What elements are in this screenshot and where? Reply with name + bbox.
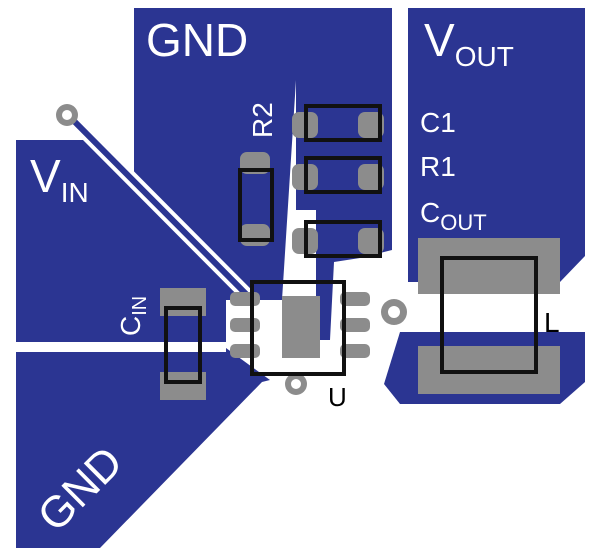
u-pin-right-3: [340, 344, 370, 358]
cout-pad-right: [358, 228, 384, 254]
u-outline: [250, 280, 346, 376]
via-under-u-hole: [291, 379, 301, 389]
r2-outline: [238, 168, 274, 242]
r1-pad-right: [358, 164, 384, 190]
vout-label-main: V: [424, 14, 455, 66]
via-top-left-hole: [62, 110, 72, 120]
cout-label-main: C: [420, 197, 440, 228]
cin-label-sub: IN: [129, 296, 151, 316]
vout-label: VOUT: [424, 14, 514, 72]
vout-label-sub: OUT: [455, 41, 514, 72]
u-pin-right-2: [340, 318, 370, 332]
via-switch-hole: [388, 306, 400, 318]
gnd-bottom-pour: [16, 348, 270, 548]
gnd-top-label: GND: [146, 14, 248, 66]
feedback-pour: [296, 80, 392, 340]
r2-label: R2: [247, 102, 278, 138]
c1-outline: [304, 104, 382, 142]
u-pin-left-2: [230, 318, 260, 332]
r1-outline: [304, 156, 382, 194]
r2-pad-bottom: [240, 224, 270, 246]
u-pin-left-3: [230, 344, 260, 358]
vout-pour: [408, 8, 585, 282]
c1-pad-right: [358, 112, 384, 138]
inductor-label: L: [544, 307, 560, 338]
u-pin-right-1: [340, 292, 370, 306]
ic-label: U: [328, 382, 347, 412]
cout-label: COUT: [420, 197, 487, 235]
l-pad-top: [418, 238, 560, 294]
cin-label-main: C: [115, 316, 146, 336]
r1-label: R1: [420, 151, 456, 182]
cin-outline: [164, 306, 202, 384]
vin-label: VIN: [30, 150, 89, 208]
cout-label-sub: OUT: [440, 210, 486, 235]
u-thermal-pad: [282, 296, 320, 358]
vin-label-sub: IN: [61, 177, 89, 208]
cin-label: CIN: [115, 296, 151, 336]
vin-trace-copper: [65, 112, 253, 301]
l-outline: [440, 256, 538, 374]
cout-outline: [304, 220, 382, 258]
c1-label: C1: [420, 107, 456, 138]
vin-label-main: V: [30, 150, 61, 202]
u-pin-left-1: [230, 292, 260, 306]
